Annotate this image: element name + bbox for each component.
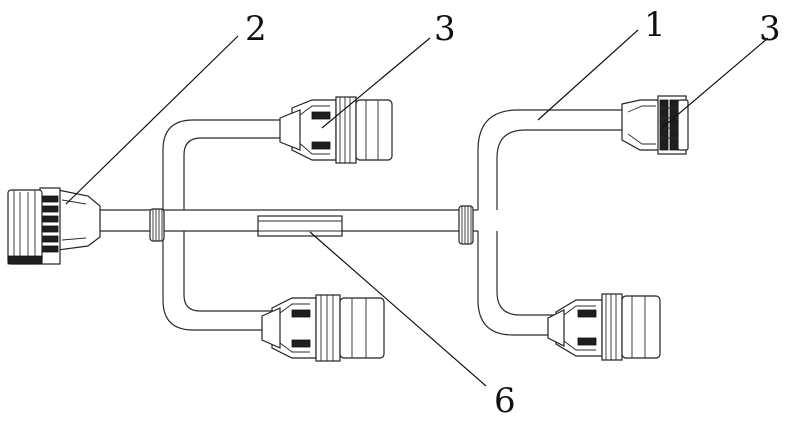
branch-connector-top-left bbox=[280, 97, 392, 163]
label-3-left: 3 bbox=[434, 9, 456, 49]
leader-3-right bbox=[662, 38, 768, 128]
marker-sleeve bbox=[258, 216, 342, 236]
left-junction-sleeve bbox=[150, 209, 164, 241]
leader-lines bbox=[66, 30, 768, 386]
branch-connector-bottom-left bbox=[262, 295, 384, 361]
label-6: 6 bbox=[494, 381, 516, 421]
label-3-right: 3 bbox=[759, 9, 781, 49]
right-junction-sleeve bbox=[459, 206, 473, 244]
main-connector bbox=[8, 188, 100, 264]
label-1: 1 bbox=[644, 5, 666, 45]
branch-connector-top-right bbox=[622, 96, 688, 154]
branch-connector-bottom-right bbox=[548, 294, 660, 360]
label-2: 2 bbox=[245, 9, 267, 49]
